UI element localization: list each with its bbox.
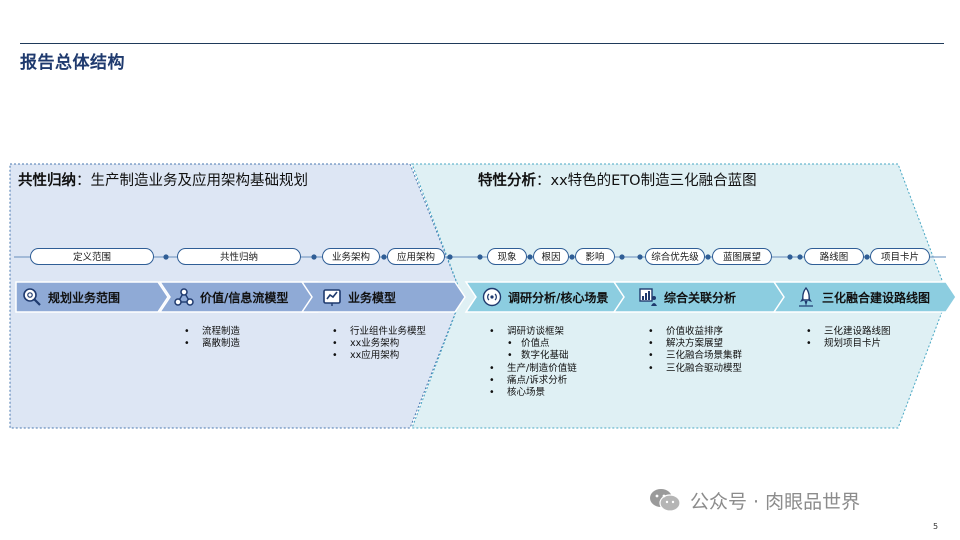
band-business-model[interactable]: 业务模型 bbox=[322, 282, 396, 312]
band-label-text: 综合关联分析 bbox=[664, 290, 737, 305]
band-label-text: 三化融合建设路线图 bbox=[822, 290, 931, 305]
timeline-dot bbox=[569, 254, 575, 260]
timeline-pill-impact[interactable]: 影响 bbox=[575, 248, 615, 265]
list-item: 解决方案展望 bbox=[648, 338, 742, 350]
timeline-dot bbox=[447, 254, 453, 260]
right-section-title-rest: ：xx特色的ETO制造三化融合蓝图 bbox=[536, 173, 757, 189]
timeline-dot bbox=[787, 254, 793, 260]
list-item: 数字化基础 bbox=[489, 350, 577, 362]
timeline-dot bbox=[864, 254, 870, 260]
list-item: 痛点/诉求分析 bbox=[489, 375, 577, 387]
timeline-dot bbox=[311, 254, 317, 260]
list-item: 流程制造 bbox=[184, 326, 240, 338]
list-item: 三化融合驱动模型 bbox=[648, 363, 742, 375]
chart-board-icon bbox=[323, 289, 341, 306]
band-shape bbox=[300, 281, 466, 313]
analysis-person-icon bbox=[639, 288, 657, 306]
left-section-title-rest: ：生产制造业务及应用架构基础规划 bbox=[76, 173, 308, 189]
timeline-pill-roadmap[interactable]: 路线图 bbox=[804, 248, 864, 265]
band-business-scope[interactable]: 规划业务范围 bbox=[22, 282, 120, 312]
top-divider bbox=[20, 43, 944, 44]
left-section-title: 共性归纳：生产制造业务及应用架构基础规划 bbox=[18, 169, 308, 190]
band-research-core-scenario[interactable]: 调研分析/核心场景 bbox=[482, 282, 608, 312]
wechat-icon bbox=[650, 489, 681, 512]
timeline-pill-phenomenon[interactable]: 现象 bbox=[487, 248, 527, 265]
timeline-pill-app-arch[interactable]: 应用架构 bbox=[387, 248, 445, 265]
watermark: 公众号 · 肉眼品世界 bbox=[648, 486, 860, 514]
band-roadmap[interactable]: 三化融合建设路线图 bbox=[796, 282, 930, 312]
timeline-dot bbox=[637, 254, 643, 260]
band-correlation-items: 价值收益排序 解决方案展望 三化融合场景集群 三化融合驱动模型 bbox=[648, 326, 742, 375]
list-item: 三化建设路线图 bbox=[806, 326, 891, 338]
band-label-text: 业务模型 bbox=[348, 290, 397, 305]
list-item: 调研访谈框架 bbox=[489, 326, 577, 338]
timeline-pill-priority[interactable]: 综合优先级 bbox=[645, 248, 705, 265]
list-item: 三化融合场景集群 bbox=[648, 350, 742, 362]
list-item: xx应用架构 bbox=[332, 350, 426, 362]
list-item: 价值点 bbox=[489, 338, 577, 350]
band-value-flow-model[interactable]: 价值/信息流模型 bbox=[174, 282, 288, 312]
list-item: xx业务架构 bbox=[332, 338, 426, 350]
band-value-flow-items: 流程制造 离散制造 bbox=[184, 326, 240, 351]
timeline-dot bbox=[477, 254, 483, 260]
timeline-pill-root-cause[interactable]: 根因 bbox=[533, 248, 569, 265]
timeline-pill-business-arch[interactable]: 业务架构 bbox=[322, 248, 380, 265]
band-business-model-items: 行业组件业务模型 xx业务架构 xx应用架构 bbox=[332, 326, 426, 363]
band-research-items: 调研访谈框架 价值点 数字化基础 生产/制造价值链 痛点/诉求分析 核心场景 bbox=[489, 326, 577, 399]
network-nodes-icon bbox=[174, 288, 194, 306]
page-number: 5 bbox=[933, 522, 939, 531]
list-item: 行业组件业务模型 bbox=[332, 326, 426, 338]
list-item: 核心场景 bbox=[489, 387, 577, 399]
timeline-dot bbox=[797, 254, 803, 260]
timeline-pill-define-scope[interactable]: 定义范围 bbox=[30, 248, 154, 265]
band-label-text: 调研分析/核心场景 bbox=[508, 290, 609, 305]
timeline-dot bbox=[163, 254, 169, 260]
rocket-icon bbox=[799, 287, 813, 307]
timeline-dot bbox=[705, 254, 711, 260]
band-roadmap-items: 三化建设路线图 规划项目卡片 bbox=[806, 326, 891, 351]
page-title: 报告总体结构 bbox=[20, 53, 125, 73]
watermark-text: 公众号 · 肉眼品世界 bbox=[690, 490, 861, 513]
broadcast-icon bbox=[482, 287, 502, 307]
list-item: 规划项目卡片 bbox=[806, 338, 891, 350]
timeline-dot bbox=[527, 254, 533, 260]
right-section-title: 特性分析：xx特色的ETO制造三化融合蓝图 bbox=[478, 169, 757, 190]
band-label-text: 规划业务范围 bbox=[48, 290, 121, 305]
band-correlation-analysis[interactable]: 综合关联分析 bbox=[638, 282, 736, 312]
list-item: 离散制造 bbox=[184, 338, 240, 350]
band-shapes bbox=[15, 281, 957, 313]
timeline-pill-blueprint[interactable]: 蓝图展望 bbox=[712, 248, 772, 265]
list-item: 价值收益排序 bbox=[648, 326, 742, 338]
list-item: 生产/制造价值链 bbox=[489, 363, 577, 375]
band-shape bbox=[772, 281, 957, 313]
band-label-text: 价值/信息流模型 bbox=[200, 290, 289, 305]
timeline-pill-project-card[interactable]: 项目卡片 bbox=[870, 248, 930, 265]
timeline-dot bbox=[619, 254, 625, 260]
right-section-title-bold: 特性分析 bbox=[478, 173, 536, 189]
band-shape bbox=[15, 281, 169, 313]
left-section-title-bold: 共性归纳 bbox=[18, 173, 76, 189]
timeline-pill-commonality[interactable]: 共性归纳 bbox=[177, 248, 301, 265]
timeline-dot bbox=[381, 254, 387, 260]
magnifier-scope-icon bbox=[23, 288, 41, 306]
timeline-dots bbox=[163, 254, 870, 260]
